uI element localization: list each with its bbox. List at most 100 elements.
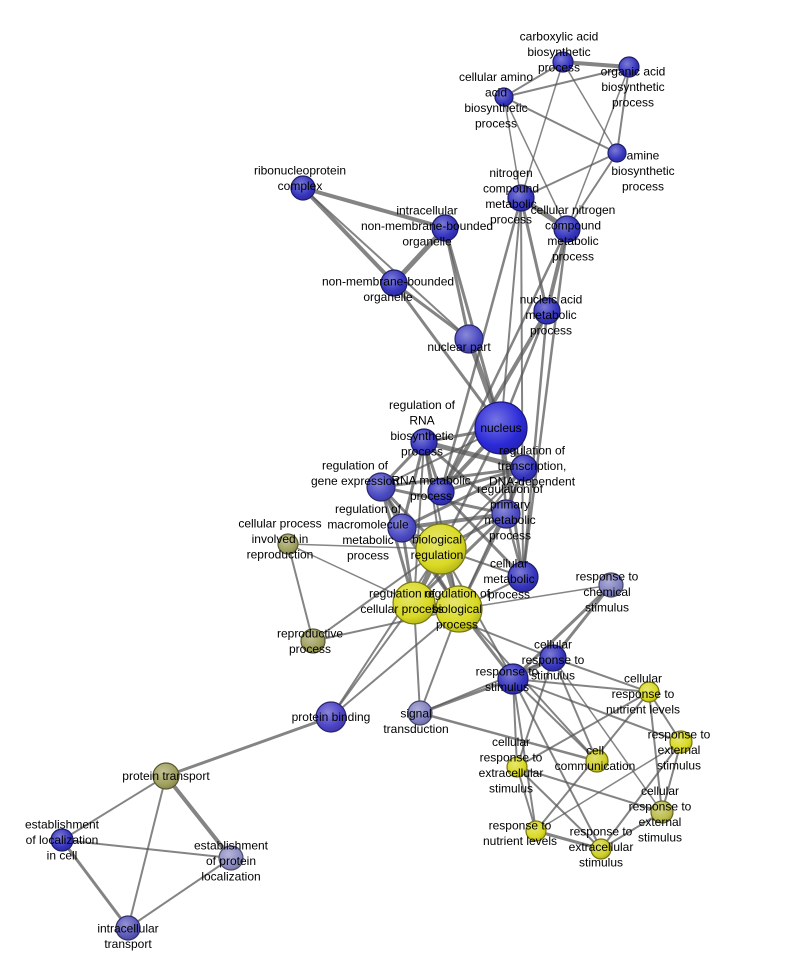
graph-edge [302, 187, 470, 340]
graph-node-cellular_nitrogen[interactable] [553, 215, 581, 243]
graph-edge [551, 583, 613, 660]
graph-node-cellular_resp_nutrient[interactable] [638, 681, 660, 703]
graph-node-reg_gene_expression[interactable] [366, 472, 396, 502]
graph-node-intracellular_nmbo[interactable] [431, 214, 459, 242]
graph-node-cellular_metabolic[interactable] [507, 561, 539, 593]
graph-edge [516, 766, 663, 813]
graph-edge [616, 66, 630, 154]
graph-edge [439, 466, 526, 494]
graph-edge [566, 152, 618, 230]
graph-edge [552, 657, 650, 693]
graph-node-intracellular_transport[interactable] [115, 915, 141, 941]
graph-edge [330, 548, 442, 718]
graph-node-reg_rna_biosynthetic[interactable] [410, 428, 438, 456]
graph-edge [422, 440, 508, 516]
graph-node-protein_transport[interactable] [152, 762, 180, 790]
graph-edge [600, 741, 682, 850]
graph-edge [512, 678, 602, 850]
graph-edge [419, 657, 554, 714]
graph-edge [534, 829, 603, 851]
graph-edge [418, 711, 599, 763]
graph-node-resp_external[interactable] [669, 730, 693, 754]
graph-edge [301, 186, 396, 285]
graph-node-protein_binding[interactable] [315, 701, 347, 733]
graph-edge [600, 811, 663, 850]
graph-node-est_localization_cell[interactable] [50, 828, 74, 852]
graph-node-reg_primary_metabolic[interactable] [491, 499, 521, 529]
graph-edge [520, 61, 564, 199]
graph-node-resp_stimulus[interactable] [497, 663, 529, 695]
graph-edge [458, 608, 598, 762]
graph-edge [392, 281, 503, 430]
graph-node-cellular_resp_stimulus[interactable] [539, 644, 567, 672]
graph-edge [648, 691, 663, 813]
graph-node-resp_chemical[interactable] [598, 572, 624, 598]
graph-edge [512, 678, 598, 762]
graph-edge [512, 678, 537, 832]
graph-node-reg_transcription[interactable] [510, 454, 538, 482]
graph-node-nmbo[interactable] [380, 269, 408, 297]
graph-edge [503, 96, 568, 230]
graph-edge [60, 838, 130, 930]
graph-node-nuclear_part[interactable] [454, 324, 484, 354]
graph-edge [330, 608, 460, 718]
graph-node-signal_transduction[interactable] [407, 700, 433, 726]
graph-edge [301, 186, 447, 230]
graph-edge [500, 197, 522, 429]
graph-edge [516, 766, 602, 850]
graph-edge [458, 584, 612, 610]
graph-edge [127, 775, 167, 929]
graph-node-reg_biological_process[interactable] [435, 585, 483, 633]
graph-edge [512, 678, 650, 693]
graph-node-resp_nutrient[interactable] [525, 820, 547, 842]
graph-node-nitrogen_compound[interactable] [507, 184, 535, 212]
graph-edge [503, 61, 564, 98]
graph-edge [127, 857, 232, 929]
graph-edge [312, 548, 442, 642]
graph-edge [521, 309, 549, 579]
graph-edge [521, 227, 569, 579]
graph-edge [61, 839, 232, 859]
graph-node-rna_metabolic[interactable] [427, 478, 455, 506]
graph-edge [516, 766, 537, 832]
graph-edge [400, 466, 526, 530]
graph-node-resp_extracellular[interactable] [590, 838, 612, 860]
graph-node-nucleus[interactable] [474, 401, 528, 455]
graph-node-carboxylic_acid[interactable] [552, 51, 574, 73]
graph-node-cpir[interactable] [277, 533, 299, 555]
graph-node-nucleic_acid[interactable] [533, 297, 561, 325]
graph-node-amine[interactable] [607, 143, 627, 163]
graph-edge [562, 61, 618, 154]
graph-edge [661, 741, 682, 813]
graph-edge [413, 441, 425, 604]
graph-edge [379, 466, 526, 489]
graph-edge [516, 657, 554, 768]
graph-node-cellular_amino[interactable] [494, 87, 514, 107]
graph-node-rnp_complex[interactable] [290, 175, 316, 201]
graph-node-cellular_resp_extracellular[interactable] [506, 756, 528, 778]
graph-edge [287, 543, 314, 642]
graph-node-biological_regulation[interactable] [415, 523, 467, 575]
graph-edge [516, 691, 650, 768]
graph-node-organic_acid[interactable] [618, 56, 640, 78]
graph-edge [552, 657, 663, 813]
graph-edge [520, 197, 524, 578]
graph-edge [164, 774, 233, 860]
graph-edge [400, 512, 508, 530]
graph-edge [511, 583, 613, 681]
graph-node-reg_macromolecule_metabolic[interactable] [387, 513, 417, 543]
graph-node-cellular_resp_external[interactable] [650, 800, 674, 824]
graph-node-cell_communication[interactable] [585, 749, 609, 773]
graph-node-reproductive_process[interactable] [300, 628, 326, 654]
graph-node-reg_cellular_process[interactable] [392, 581, 436, 625]
graph-edge [503, 96, 618, 154]
graph-edge [164, 715, 333, 778]
graph-edge [421, 439, 527, 471]
graph-edge [519, 196, 549, 313]
graph-edge [566, 66, 630, 230]
graph-edge [520, 152, 618, 199]
node-layer [50, 51, 693, 941]
graph-node-est_protein_localization[interactable] [218, 845, 244, 871]
